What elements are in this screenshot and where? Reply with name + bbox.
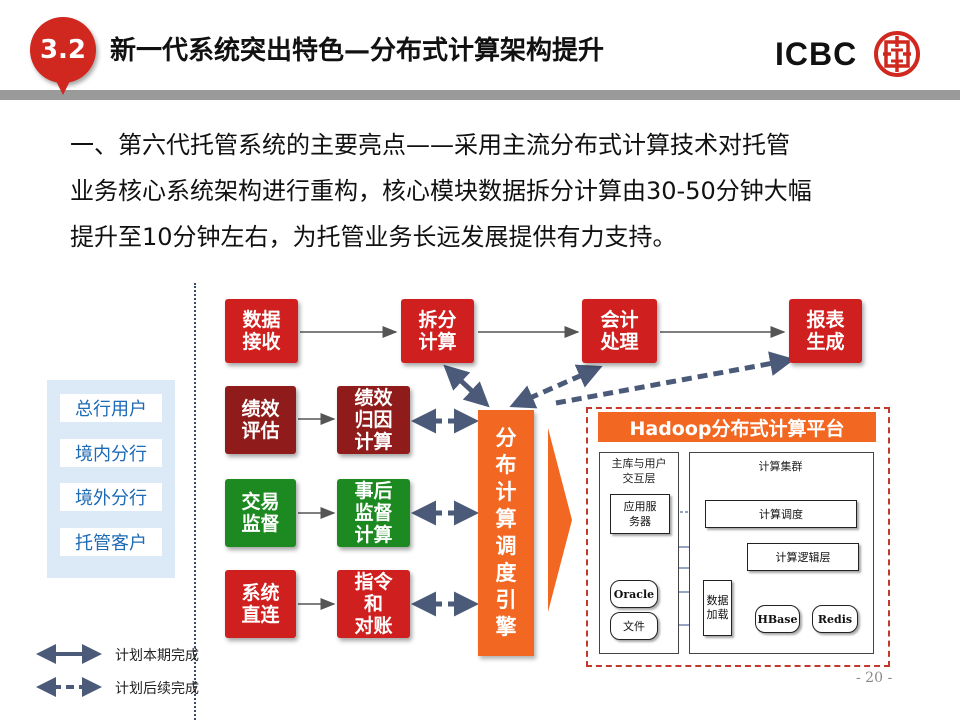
header-bar	[0, 90, 960, 100]
compute-scheduling: 计算调度	[705, 500, 857, 528]
distributed-scheduling-engine: 分 布 计 算 调 度 引 擎	[478, 410, 534, 656]
intro-paragraph: 一、第六代托管系统的主要亮点——采用主流分布式计算技术对托管 业务核心系统架构进…	[70, 122, 910, 260]
hadoop-platform-frame	[586, 407, 890, 667]
oracle-db: Oracle	[610, 580, 658, 608]
arrow-engine-report	[555, 351, 795, 406]
box-report-generation: 报表生成	[789, 299, 862, 363]
hadoop-platform-title: Hadoop分布式计算平台	[598, 412, 876, 442]
legend-current-label: 计划本期完成	[115, 648, 199, 664]
user-item-overseas-branch: 境外分行	[60, 483, 162, 511]
user-item-head-office: 总行用户	[60, 394, 162, 422]
box-post-supervision: 事后监督计算	[337, 479, 410, 547]
box-performance-eval: 绩效评估	[225, 386, 296, 454]
box-split-compute: 拆分计算	[401, 299, 474, 363]
data-loading: 数据加载	[703, 580, 732, 636]
intro-line-1: 一、第六代托管系统的主要亮点——采用主流分布式计算技术对托管	[70, 131, 790, 159]
section-badge: 3.2	[30, 17, 96, 95]
intro-line-2: 业务核心系统架构进行重构，核心模块数据拆分计算由30-50分钟大幅	[70, 177, 812, 205]
compute-cluster-label: 计算集群	[758, 460, 803, 473]
box-accounting: 会计处理	[582, 299, 657, 363]
arrow-split-engine	[443, 364, 490, 408]
user-item-custody-client: 托管客户	[60, 528, 162, 556]
intro-line-3: 提升至10分钟左右，为托管业务长远发展提供有力支持。	[70, 223, 677, 251]
page-number: - 20 -	[856, 670, 893, 686]
page-title: 新一代系统突出特色—分布式计算架构提升	[110, 36, 605, 66]
arrow-engine-accounting	[509, 364, 603, 409]
user-panel: 总行用户 境内分行 境外分行 托管客户	[47, 380, 175, 578]
icbc-logo-icon	[874, 31, 920, 77]
box-trade-supervision: 交易监督	[225, 479, 296, 547]
engine-to-platform-arrow	[548, 428, 572, 612]
user-item-domestic-branch: 境内分行	[60, 439, 162, 467]
legend-future-label: 计划后续完成	[115, 681, 199, 697]
box-system-direct: 系统直连	[225, 570, 296, 638]
hbase-store: HBase	[755, 605, 800, 633]
app-server: 应用服务器	[610, 494, 670, 534]
main-db-user-layer-label: 主库与用户 交互层	[611, 457, 667, 485]
files-store: 文件	[610, 612, 658, 640]
box-data-receive: 数据接收	[225, 299, 298, 363]
system-boundary-line	[194, 283, 196, 720]
box-instruction-reconcile: 指令和对账	[337, 570, 410, 638]
brand-name: ICBC	[775, 36, 858, 72]
redis-store: Redis	[812, 605, 858, 633]
compute-logic-layer: 计算逻辑层	[747, 543, 859, 571]
box-performance-attribution: 绩效归因计算	[337, 386, 410, 454]
